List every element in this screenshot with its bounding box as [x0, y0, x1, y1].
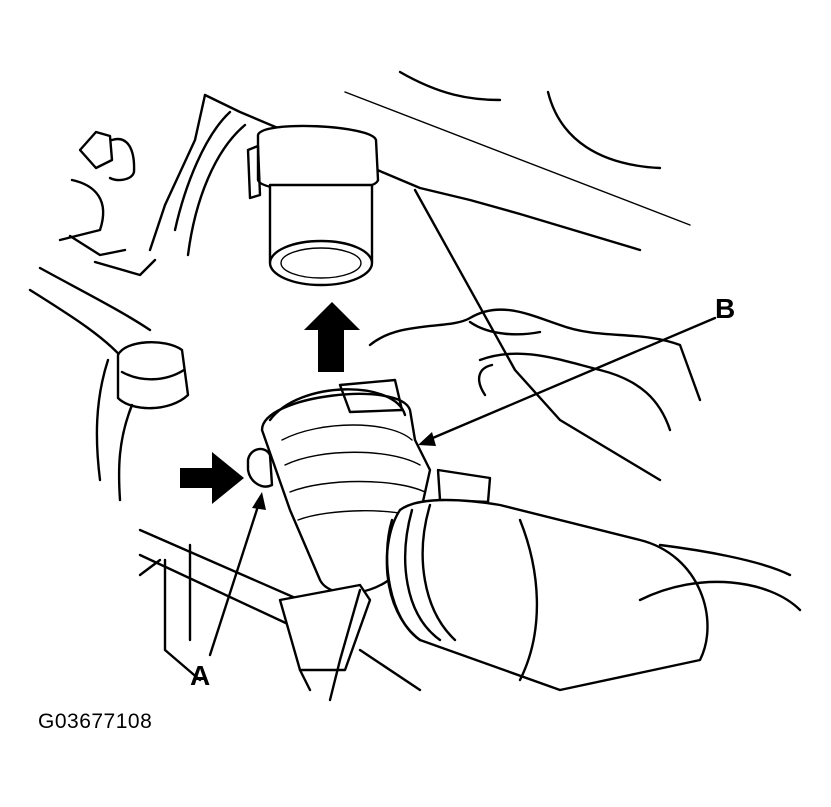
removal-direction-arrow-up-icon	[304, 302, 360, 372]
radiator-hose	[385, 498, 802, 692]
bolt-bracket	[28, 130, 190, 410]
engine-housing	[148, 70, 691, 482]
wavy-cover	[368, 308, 702, 432]
lower-bracket	[138, 528, 422, 702]
callout-leaders	[208, 316, 717, 657]
press-tab-arrow-right-icon	[180, 452, 244, 504]
outlet-neck	[246, 124, 380, 287]
callout-label-a: A	[190, 660, 211, 691]
figure-id: G03677108	[38, 710, 153, 733]
left-pipe	[95, 358, 134, 502]
callout-label-b: B	[715, 293, 736, 324]
